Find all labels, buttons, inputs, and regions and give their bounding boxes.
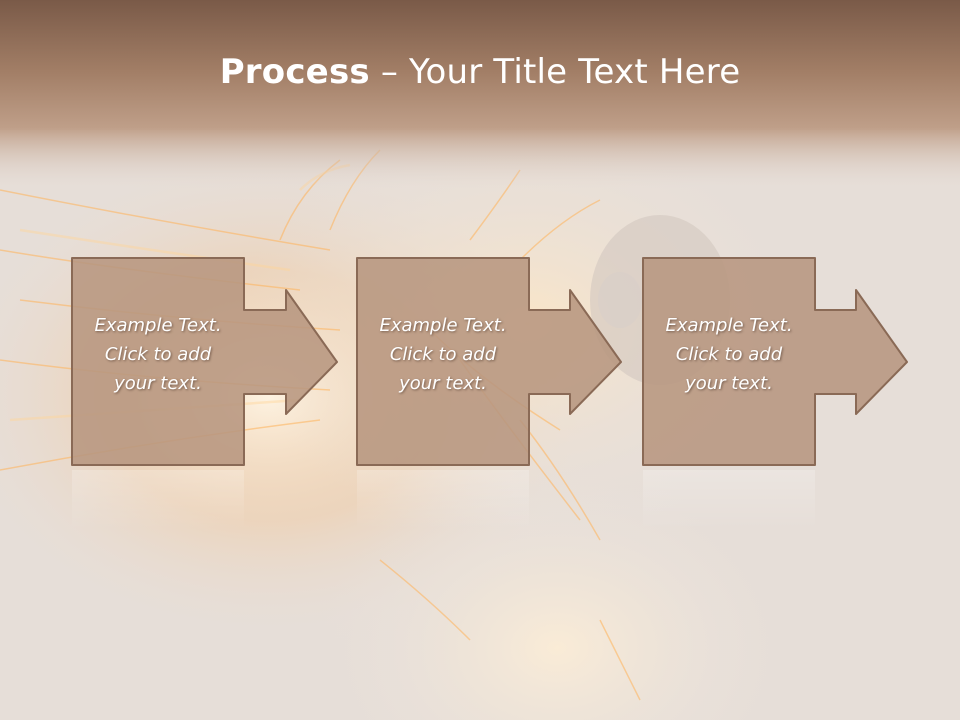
process-step-1[interactable] xyxy=(71,257,338,530)
step-3-line-2: Click to add xyxy=(675,344,783,365)
step-3-line-3: your text. xyxy=(685,373,773,394)
process-step-3[interactable] xyxy=(642,257,908,530)
step-2-line-2: Click to add xyxy=(389,344,497,365)
process-step-2[interactable] xyxy=(356,257,622,530)
step-1-text[interactable]: Example Text. Click to add your text. xyxy=(72,311,244,398)
step-3-text[interactable]: Example Text. Click to add your text. xyxy=(643,311,815,398)
title-bold: Process xyxy=(219,52,370,92)
step-2-line-3: your text. xyxy=(399,373,487,394)
title-rest: – Your Title Text Here xyxy=(369,52,741,92)
step-2-line-1: Example Text. xyxy=(379,315,507,336)
step-1-line-3: your text. xyxy=(114,373,202,394)
step-2-text[interactable]: Example Text. Click to add your text. xyxy=(357,311,529,398)
step-1-line-2: Click to add xyxy=(104,344,212,365)
page-title[interactable]: Process – Your Title Text Here xyxy=(0,52,960,92)
step-1-line-1: Example Text. xyxy=(94,315,222,336)
step-3-line-1: Example Text. xyxy=(665,315,793,336)
